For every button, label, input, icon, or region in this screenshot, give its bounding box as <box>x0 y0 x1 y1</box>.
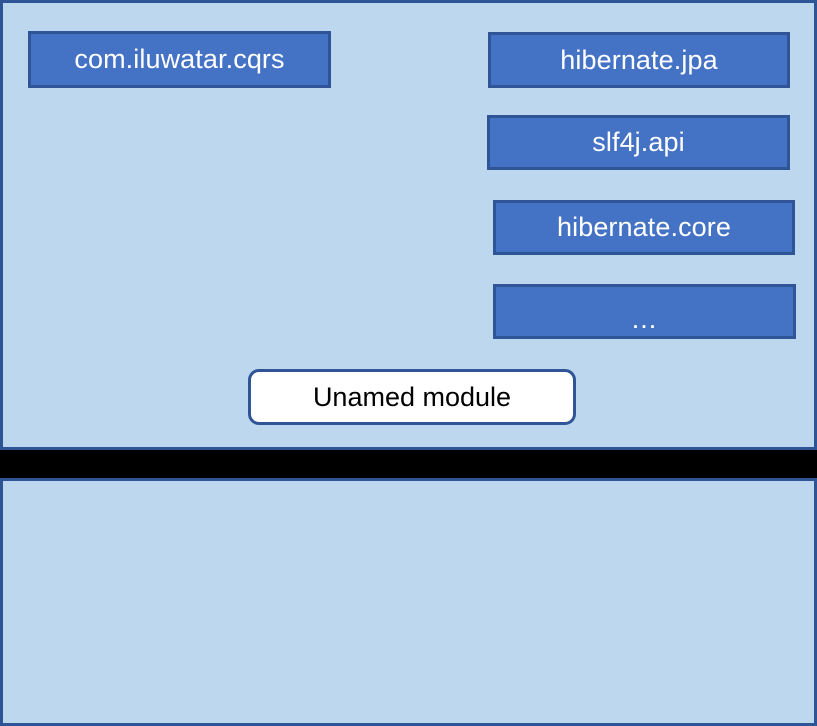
module-box-hibernate-jpa[interactable]: hibernate.jpa <box>488 32 790 88</box>
group-label-text: Unamed module <box>312 381 512 412</box>
module-label: hibernate.jpa <box>560 44 718 75</box>
application-layer-panel: com.iluwatar.cqrs hibernate.jpa slf4j.ap… <box>0 0 817 450</box>
platform-layer-panel: java.base java.naming java.sql jdk <box>0 478 817 726</box>
group-label-unamed-module[interactable]: Unamed module <box>248 369 576 425</box>
module-boundary-bar <box>0 450 817 478</box>
module-label: com.iluwatar.cqrs <box>74 44 285 74</box>
module-label: hibernate.core <box>556 212 731 242</box>
module-label: slf4j.api <box>592 127 685 157</box>
module-box-slf4j-api[interactable]: slf4j.api <box>487 115 790 170</box>
module-label: ... <box>631 304 658 334</box>
module-box-com-iluwatar-cqrs[interactable]: com.iluwatar.cqrs <box>28 31 331 88</box>
module-box-hibernate-core[interactable]: hibernate.core <box>493 200 795 255</box>
module-box-ellipsis[interactable]: ... <box>493 284 796 339</box>
